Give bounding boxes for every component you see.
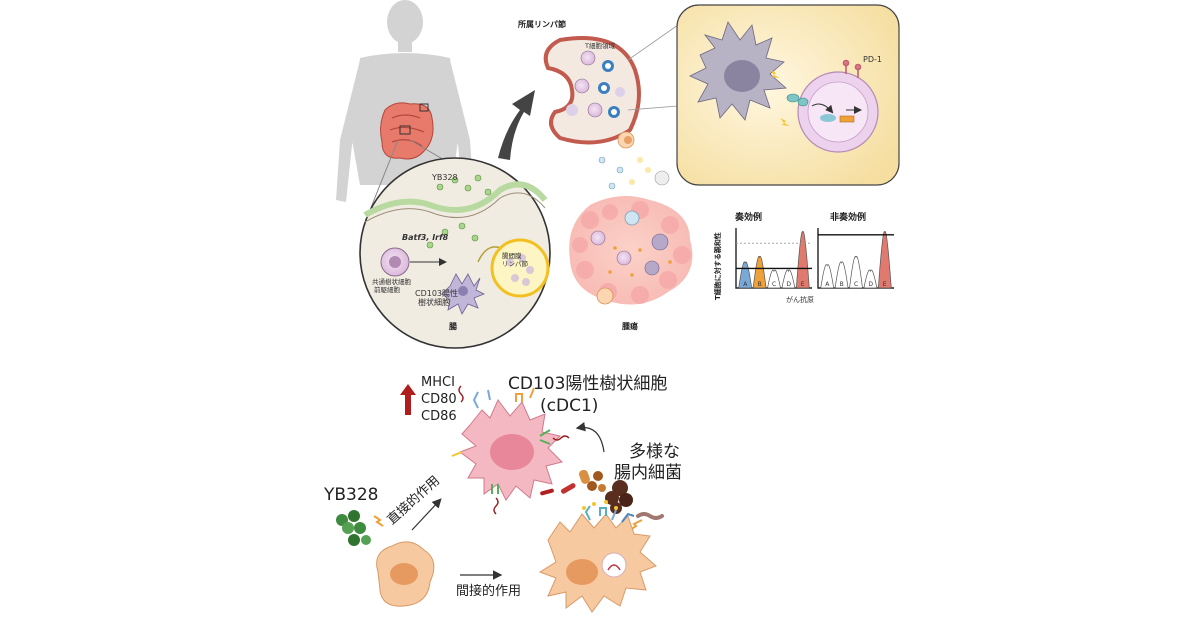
direct-action-label: 直接的作用 [384,473,443,528]
flow-arrow-icon [498,90,535,160]
chart-peak-b [834,261,849,289]
curved-arrow-icon [575,421,605,453]
cdc1-cell [451,385,570,515]
tumor-illustration [569,196,693,305]
chart-peak-e [795,231,810,289]
yb328-label-bottom: YB328 [323,485,379,505]
gene-label: Batf3, Irf8 [402,233,449,242]
zoom-line-top [627,24,679,61]
precursor-label-1: 共通樹状細胞 [372,277,412,286]
chart-category-label: B [758,281,762,288]
intestine-illustration [380,102,434,160]
chart-peak-e [877,231,892,289]
precursor-label-2: 前駆細胞 [374,285,401,294]
chart-ylabel: T細胞に対する親和性 [713,232,722,300]
chart-category-label: D [786,281,791,288]
yb328-cluster-icon [336,510,384,546]
chart-peak-c [767,269,781,289]
chart-title-responder: 奏効例 [734,211,762,223]
cdc1-title-2: (cDC1) [540,396,598,416]
tumor-label: 腫瘍 [622,321,638,331]
chart-category-label: A [825,281,830,288]
chart-category-label: C [854,281,858,288]
mesenteric-label-2: リンパ節 [502,259,529,268]
chart-peak-d [781,269,796,289]
bacteria-label-1: 多様な [629,442,680,462]
pd1-label: PD-1 [863,55,882,64]
indirect-action-label: 間接的作用 [456,583,521,599]
lymph-node-illustration [543,36,641,145]
mesenteric-label-1: 腸間膜 [502,251,522,260]
chart-peak-a [820,264,835,289]
precursor-cell [376,541,435,607]
synapse-detail-panel [676,4,900,186]
marker-cd86: CD86 [421,409,457,424]
chart-category-label: D [868,281,873,288]
chart-xlabel: がん抗原 [786,295,814,304]
chart-peak-c [849,256,863,289]
bacteria-label-2: 腸内細菌 [614,463,682,483]
chart-category-label: A [743,281,748,288]
chart-title-nonresponder: 非奏効例 [830,211,866,223]
direct-arrow-icon [411,498,442,531]
chart-category-label: C [772,281,776,288]
chart-peak-a [738,261,753,289]
marker-mhci: MHCI [421,375,455,390]
bacteria-cluster [540,469,664,531]
intestine-label: 腸 [449,321,457,331]
migrating-cells [598,131,670,190]
lymph-node-label: 所属リンパ節 [517,19,566,29]
cdc-label-2: 樹状細胞 [418,297,450,307]
up-arrow-icon [400,384,416,415]
marker-cd80: CD80 [421,392,457,407]
cdc1-title-1: CD103陽性樹状細胞 [508,374,667,394]
t-cell-region-label: T細胞領域 [584,41,615,50]
chart-peak-b [752,256,767,289]
chart-category-label: E [801,281,805,288]
chart-peak-d [863,269,878,289]
epithelial-cell [538,500,657,613]
intestine-zoom-circle [359,139,551,349]
chart-category-label: E [883,281,887,288]
chart-category-label: B [840,281,844,288]
cdc-label-1: CD103陽性 [415,288,458,298]
yb328-label-top: YB328 [431,173,458,182]
